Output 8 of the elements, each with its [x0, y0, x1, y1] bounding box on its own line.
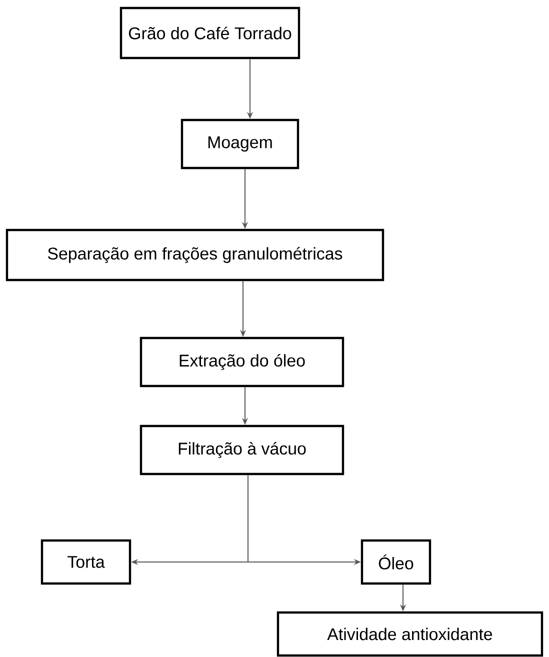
process-box: Atividade antioxidante — [276, 611, 544, 657]
process-box: Óleo — [360, 539, 432, 585]
process-box: Extração do óleo — [140, 336, 344, 388]
process-box: Filtração à vácuo — [140, 424, 344, 476]
process-box: Grão do Café Torrado — [120, 6, 300, 60]
process-box: Separação em frações granulométricas — [6, 228, 384, 282]
process-box: Moagem — [180, 118, 300, 170]
process-box: Torta — [40, 539, 132, 585]
